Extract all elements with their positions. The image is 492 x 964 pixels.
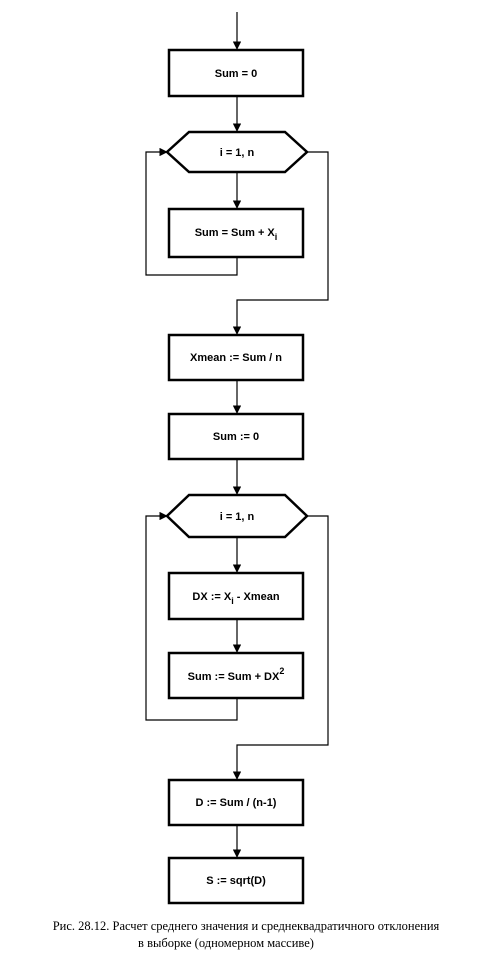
connectors (145, 12, 329, 858)
sum-add-label: Sum = Sum + Xi (195, 227, 278, 242)
loop1-label: i = 1, n (220, 147, 255, 159)
loop2-hexagon (165, 493, 309, 539)
s-calc-label: S := sqrt(D) (206, 875, 266, 887)
s-calc-block (167, 856, 305, 905)
d-calc-label: D := Sum / (n-1) (196, 797, 277, 809)
caption-line-2: в выборке (одномерном массиве) (138, 936, 314, 950)
loop2-return-line (145, 511, 238, 721)
sum-init-block (167, 48, 305, 98)
loop1-hexagon (165, 130, 309, 174)
caption-line-1: Рис. 28.12. Расчет среднего значения и с… (52, 919, 440, 933)
dx-block (167, 571, 305, 621)
dx-label: DX := Xi - Xmean (192, 591, 279, 606)
sum-init-label: Sum = 0 (215, 68, 258, 80)
loop1-exit-line (232, 151, 329, 335)
d-calc-block (167, 778, 305, 827)
loop1-return-line (145, 147, 238, 276)
sum-add-block (167, 207, 305, 259)
xmean-label: Xmean := Sum / n (190, 352, 282, 364)
sum-reset-label: Sum := 0 (213, 431, 259, 443)
xmean-block (167, 333, 305, 382)
figure-caption: Рис. 28.12. Расчет среднего значения и с… (0, 918, 492, 952)
loop2-label: i = 1, n (220, 511, 255, 523)
sum-reset-block (167, 412, 305, 461)
sum-square-block (167, 651, 305, 700)
loop2-exit-line (232, 515, 329, 780)
sum-square-label: Sum := Sum + DX2 (188, 666, 285, 683)
